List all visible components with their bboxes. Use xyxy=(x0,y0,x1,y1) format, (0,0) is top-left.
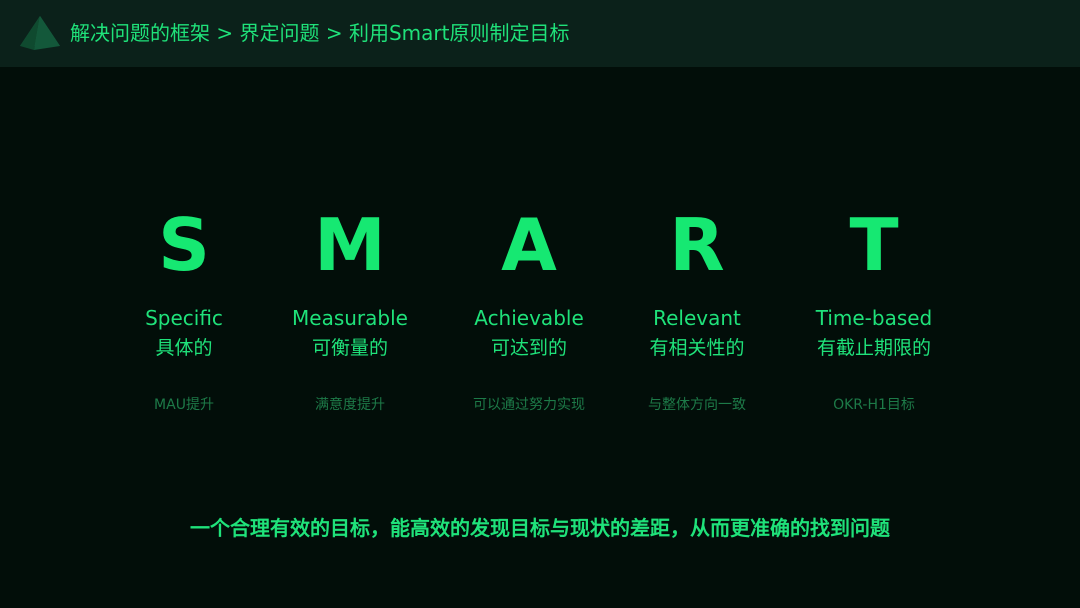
smart-column-t: T Time-based 有截止期限的 OKR-H1目标 xyxy=(784,205,964,415)
smart-example: OKR-H1目标 xyxy=(833,397,915,413)
smart-term-cn: 可达到的 xyxy=(490,337,567,359)
smart-term-cn: 有截止期限的 xyxy=(816,337,931,359)
smart-letter: T xyxy=(849,203,899,287)
smart-column-m: M Measurable 可衡量的 满意度提升 xyxy=(260,205,440,415)
smart-term-cn: 有相关性的 xyxy=(649,337,745,359)
smart-term-en: Relevant xyxy=(653,306,741,330)
smart-example: 满意度提升 xyxy=(315,397,385,413)
smart-term-en: Specific xyxy=(145,306,223,330)
smart-example: 与整体方向一致 xyxy=(648,397,746,413)
smart-letter: R xyxy=(669,203,725,287)
smart-term-en: Measurable xyxy=(292,306,408,330)
smart-term-cn: 具体的 xyxy=(155,337,213,359)
smart-term-en: Achievable xyxy=(474,306,584,330)
smart-letter: A xyxy=(501,203,557,287)
breadcrumb: 解决问题的框架 > 界定问题 > 利用Smart原则制定目标 xyxy=(70,21,570,45)
pyramid-logo-icon xyxy=(20,16,60,50)
smart-example: MAU提升 xyxy=(154,397,214,413)
header-bar: 解决问题的框架 > 界定问题 > 利用Smart原则制定目标 xyxy=(0,0,1080,67)
smart-example: 可以通过努力实现 xyxy=(473,397,585,413)
smart-column-r: R Relevant 有相关性的 与整体方向一致 xyxy=(607,205,787,415)
smart-letter: S xyxy=(158,203,210,287)
smart-column-s: S Specific 具体的 MAU提升 xyxy=(94,205,274,415)
smart-column-a: A Achievable 可达到的 可以通过努力实现 xyxy=(439,205,619,415)
smart-letter: M xyxy=(314,203,386,287)
summary-text: 一个合理有效的目标，能高效的发现目标与现状的差距，从而更准确的找到问题 xyxy=(190,516,890,540)
smart-term-en: Time-based xyxy=(815,306,933,330)
smart-term-cn: 可衡量的 xyxy=(311,337,388,359)
